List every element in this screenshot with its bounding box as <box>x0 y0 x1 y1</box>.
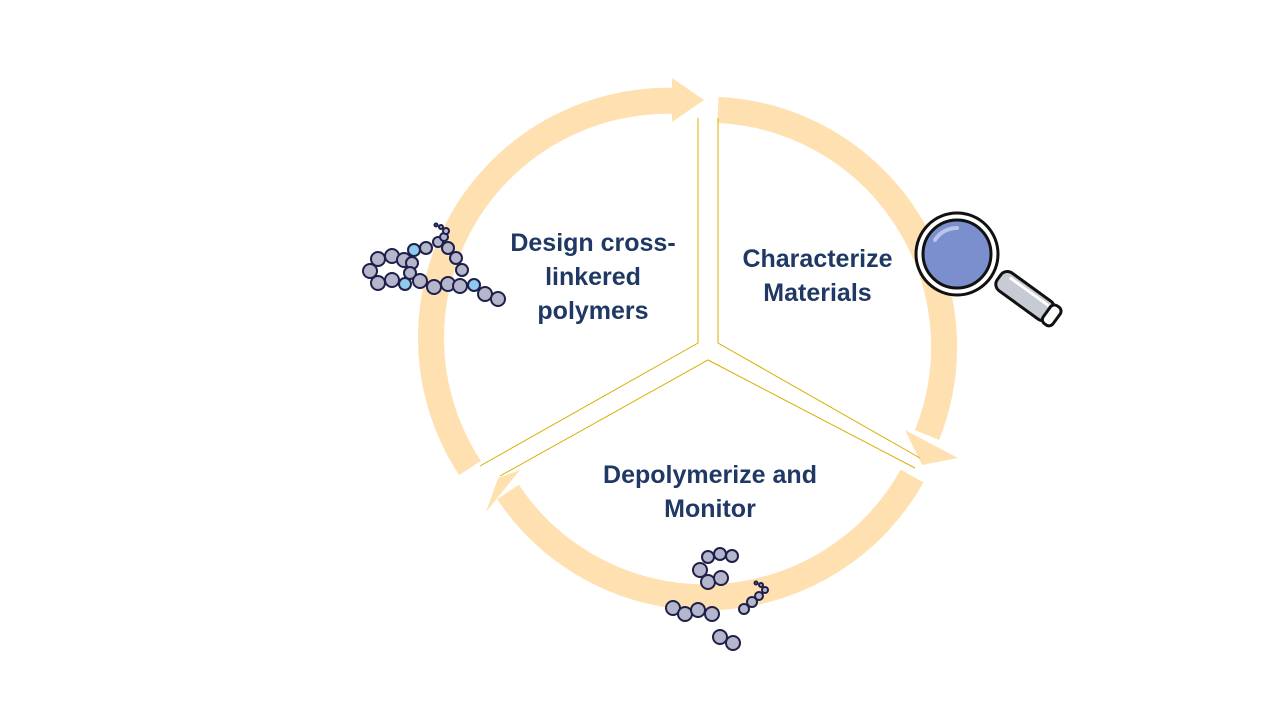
divider-depolymerize <box>499 359 916 477</box>
step-label-depolymerize: Depolymerize and Monitor <box>580 458 840 526</box>
sector-dividers <box>479 118 921 477</box>
step-label-line: polymers <box>537 297 649 325</box>
arrow-to-depolymerize <box>497 469 924 611</box>
arrow-to-design <box>418 87 679 476</box>
step-label-characterize: Characterize Materials <box>720 242 915 310</box>
polymer-fragments-icon <box>665 547 769 651</box>
crosslinked-polymer-icon <box>362 222 506 307</box>
step-label-line: linkered <box>545 263 641 291</box>
magnifying-glass-icon <box>914 211 1063 328</box>
step-label-line: Depolymerize and <box>603 461 817 489</box>
arrowhead-depolymerize <box>486 470 520 512</box>
step-label-design: Design cross- linkered polymers <box>488 226 698 328</box>
step-label-line: Monitor <box>664 495 756 523</box>
arrow-to-characterize <box>717 97 958 440</box>
arrowhead-characterize <box>905 430 958 465</box>
step-label-line: Characterize <box>742 245 893 273</box>
arrowhead-design <box>672 78 704 122</box>
step-label-line: Materials <box>763 279 872 307</box>
divider-design <box>479 118 699 467</box>
divider-characterize <box>717 118 921 459</box>
cycle-arrows <box>418 78 958 611</box>
step-label-line: Design cross- <box>510 229 676 257</box>
